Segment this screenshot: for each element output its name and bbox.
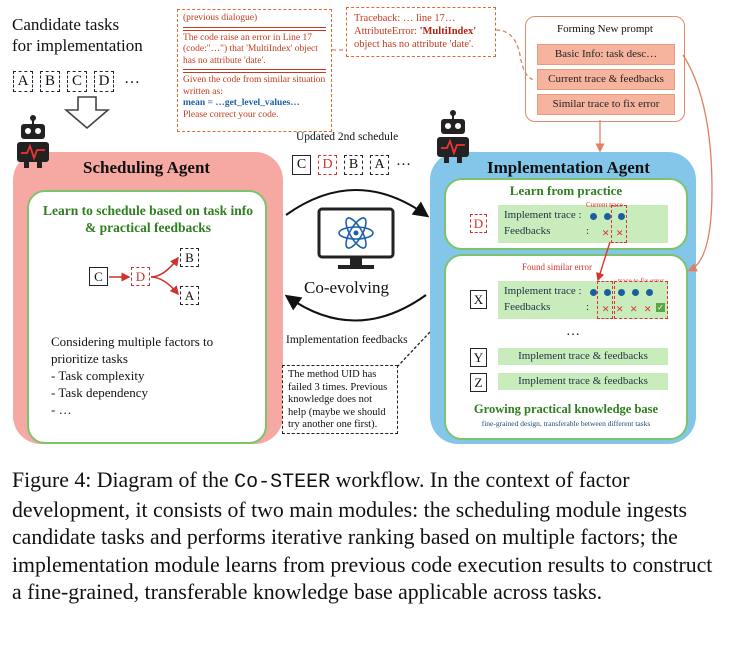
candidate-task-a: A (13, 71, 33, 92)
traceback-line3: object has no attribute 'date'. (354, 39, 474, 50)
factor-complexity: - Task complexity (51, 368, 145, 383)
growing-kb-title: Growing practical knowledge base (473, 402, 659, 416)
similar-trace-highlight (597, 281, 613, 319)
current-feedbacks-colon: : (586, 225, 590, 237)
current-trace-row: Implement trace : Feedbacks : × × (498, 205, 668, 243)
implementation-robot-icon (437, 110, 469, 163)
prompt-title: Forming New prompt (557, 23, 653, 35)
current-trace-highlight (611, 205, 627, 243)
prompt-item-current-trace: Current trace & feedbacks (537, 69, 675, 90)
schedule-task-a: A (370, 155, 389, 175)
kb-task-x: X (470, 290, 487, 309)
feedback-note-box: The method UID has failed 3 times. Previ… (282, 365, 398, 434)
candidate-task-b: B (40, 71, 60, 92)
found-similar-label: Found similar error (522, 262, 592, 272)
candidate-ellipsis: … (124, 70, 140, 87)
kb-feedbacks-colon: : (586, 301, 590, 313)
updated-schedule-label: Updated 2nd schedule (296, 131, 399, 143)
schedule-task-d: D (318, 155, 337, 175)
current-task-d: D (470, 214, 487, 233)
kb-trace-row-x: Implement trace : Feedbacks : × × × × ✓ (498, 281, 668, 319)
scheduling-agent-panel: Scheduling Agent Learn to schedule based… (13, 152, 283, 444)
candidate-task-c: C (67, 71, 87, 92)
traceback-prefix: AttributeError: (354, 26, 420, 37)
dialogue-code-text: mean = …get_level_values… (183, 98, 300, 108)
dialogue-given-text: Given the code from similar situation wr… (183, 75, 326, 97)
scheduling-learn-text: Learn to schedule based on task info & p… (42, 203, 254, 235)
schedule-task-b: B (344, 155, 363, 175)
figure-caption: Figure 4: Diagram of the Co-STEER workfl… (12, 467, 724, 607)
computer-atom-icon (317, 207, 395, 269)
candidate-task-d: D (94, 71, 114, 92)
learn-from-practice-box: Learn from practice D Implement trace : … (444, 178, 688, 250)
prompt-connectors (332, 29, 713, 272)
dialogue-error-text: The code raise an error in Line 17 (code… (183, 32, 318, 66)
traceback-bold: 'MultiIndex' (419, 26, 477, 37)
dialogue-correct-text: Please correct your code. (183, 109, 279, 120)
graph-edges (109, 256, 179, 296)
scheduling-agent-title: Scheduling Agent (83, 158, 211, 177)
implementation-feedbacks-label: Implementation feedbacks (286, 334, 408, 346)
success-check-icon: ✓ (656, 303, 665, 312)
knowledge-base-box: Found similar error trace to fix error X… (444, 254, 688, 440)
factor-more: - … (51, 402, 72, 417)
candidate-title-line2: for implementation (12, 36, 143, 55)
kb-task-y: Y (470, 348, 487, 367)
co-evolving-arrows (284, 189, 430, 322)
factors-title: Considering multiple factors to prioriti… (51, 334, 214, 366)
traceback-line2: AttributeError: 'MultiIndex' (354, 25, 488, 38)
schedule-task-c: C (292, 155, 311, 175)
dialogue-previous: (previous dialogue) (183, 13, 258, 23)
traceback-line1: Traceback: … line 17… (354, 13, 456, 24)
kb-row-y: Implement trace & feedbacks (498, 348, 668, 365)
candidate-tasks-title: Candidate tasks for implementation (12, 14, 143, 56)
candidate-title-line1: Candidate tasks (12, 15, 120, 34)
dialogue-box: (previous dialogue) The code raise an er… (177, 9, 332, 132)
current-trace-label: Current trace (586, 201, 623, 209)
factor-dependency: - Task dependency (51, 385, 149, 400)
prompt-item-basic-info: Basic Info: task desc… (537, 44, 675, 65)
feedback-connector (397, 331, 431, 367)
graph-node-c: C (89, 267, 108, 286)
scheduling-inner-box: Learn to schedule based on task info & p… (27, 190, 267, 444)
fix-trace-highlight (614, 281, 668, 319)
traceback-box: Traceback: … line 17… AttributeError: 'M… (346, 7, 496, 57)
kb-row-z: Implement trace & feedbacks (498, 373, 668, 390)
kb-ellipsis: … (566, 324, 580, 339)
scheduling-robot-icon (17, 115, 49, 168)
caption-after: workflow. In the context of factor devel… (12, 468, 713, 605)
similar-error-arrow (596, 241, 611, 282)
kb-implement-trace: Implement trace : (504, 285, 582, 297)
graph-node-a: A (180, 286, 199, 305)
graph-node-d: D (131, 267, 150, 286)
graph-node-b: B (180, 248, 199, 267)
caption-before: Figure 4: Diagram of the (12, 468, 235, 492)
prompt-item-similar-trace: Similar trace to fix error (537, 94, 675, 115)
kb-task-z: Z (470, 373, 487, 392)
kb-feedbacks: Feedbacks (504, 301, 551, 313)
schedule-ellipsis: … (396, 153, 411, 169)
caption-code: Co-STEER (234, 471, 331, 494)
current-feedbacks: Feedbacks (504, 225, 551, 237)
forming-prompt-panel: Forming New prompt Basic Info: task desc… (525, 16, 685, 122)
down-arrow-icon (64, 96, 110, 130)
feedback-note-text: The method UID has failed 3 times. Previ… (288, 369, 388, 430)
growing-kb-subtitle: fine-grained design, transferable betwee… (481, 419, 651, 428)
implementation-agent-title: Implementation Agent (487, 158, 650, 177)
current-implement-trace: Implement trace : (504, 209, 582, 221)
learn-practice-title: Learn from practice (509, 183, 623, 198)
implementation-agent-panel: Implementation Agent Learn from practice… (430, 152, 696, 444)
co-evolving-label: Co-evolving (304, 278, 389, 297)
scheduling-factors: Considering multiple factors to prioriti… (51, 333, 257, 418)
